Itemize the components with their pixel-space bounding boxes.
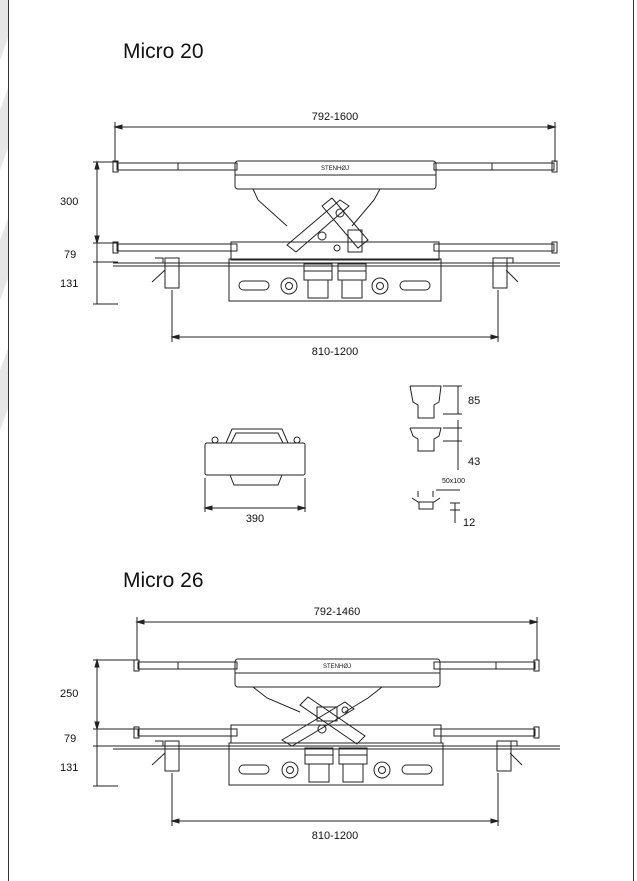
micro-26-top-width-label: 792-1460 [314, 606, 361, 618]
micro-26-title: Micro 26 [123, 569, 204, 592]
micro-20-top-width-label: 792-1600 [312, 111, 359, 123]
micro-26-height-total-label: 250 [60, 688, 78, 700]
micro-20-height-low-label: 131 [60, 278, 78, 290]
micro-20-bottom-width-label: 810-1200 [312, 346, 359, 358]
pad-size-label: 50x100 [442, 478, 465, 485]
pad-height-label: 12 [463, 517, 475, 529]
micro-26-height-low-label: 131 [60, 762, 78, 774]
micro-26-bottom-width-label: 810-1200 [312, 830, 359, 842]
micro-20-height-mid-label: 79 [64, 249, 76, 261]
micro-26-drawing [93, 617, 560, 826]
adapter-tall-label: 85 [468, 395, 480, 407]
drawing-sheet [8, 0, 634, 881]
micro-26-height-mid-label: 79 [64, 733, 76, 745]
case-width-label: 390 [246, 513, 264, 525]
micro-20-drawing [93, 122, 560, 342]
carry-case-drawing [203, 428, 307, 512]
micro-20-brand-label: STENHØJ [321, 166, 349, 172]
adapters-drawing [409, 385, 462, 523]
micro-20-title: Micro 20 [123, 40, 204, 63]
micro-26-brand-label: STENHØJ [323, 664, 351, 670]
adapter-short-label: 43 [468, 456, 480, 468]
micro-20-height-total-label: 300 [60, 196, 78, 208]
